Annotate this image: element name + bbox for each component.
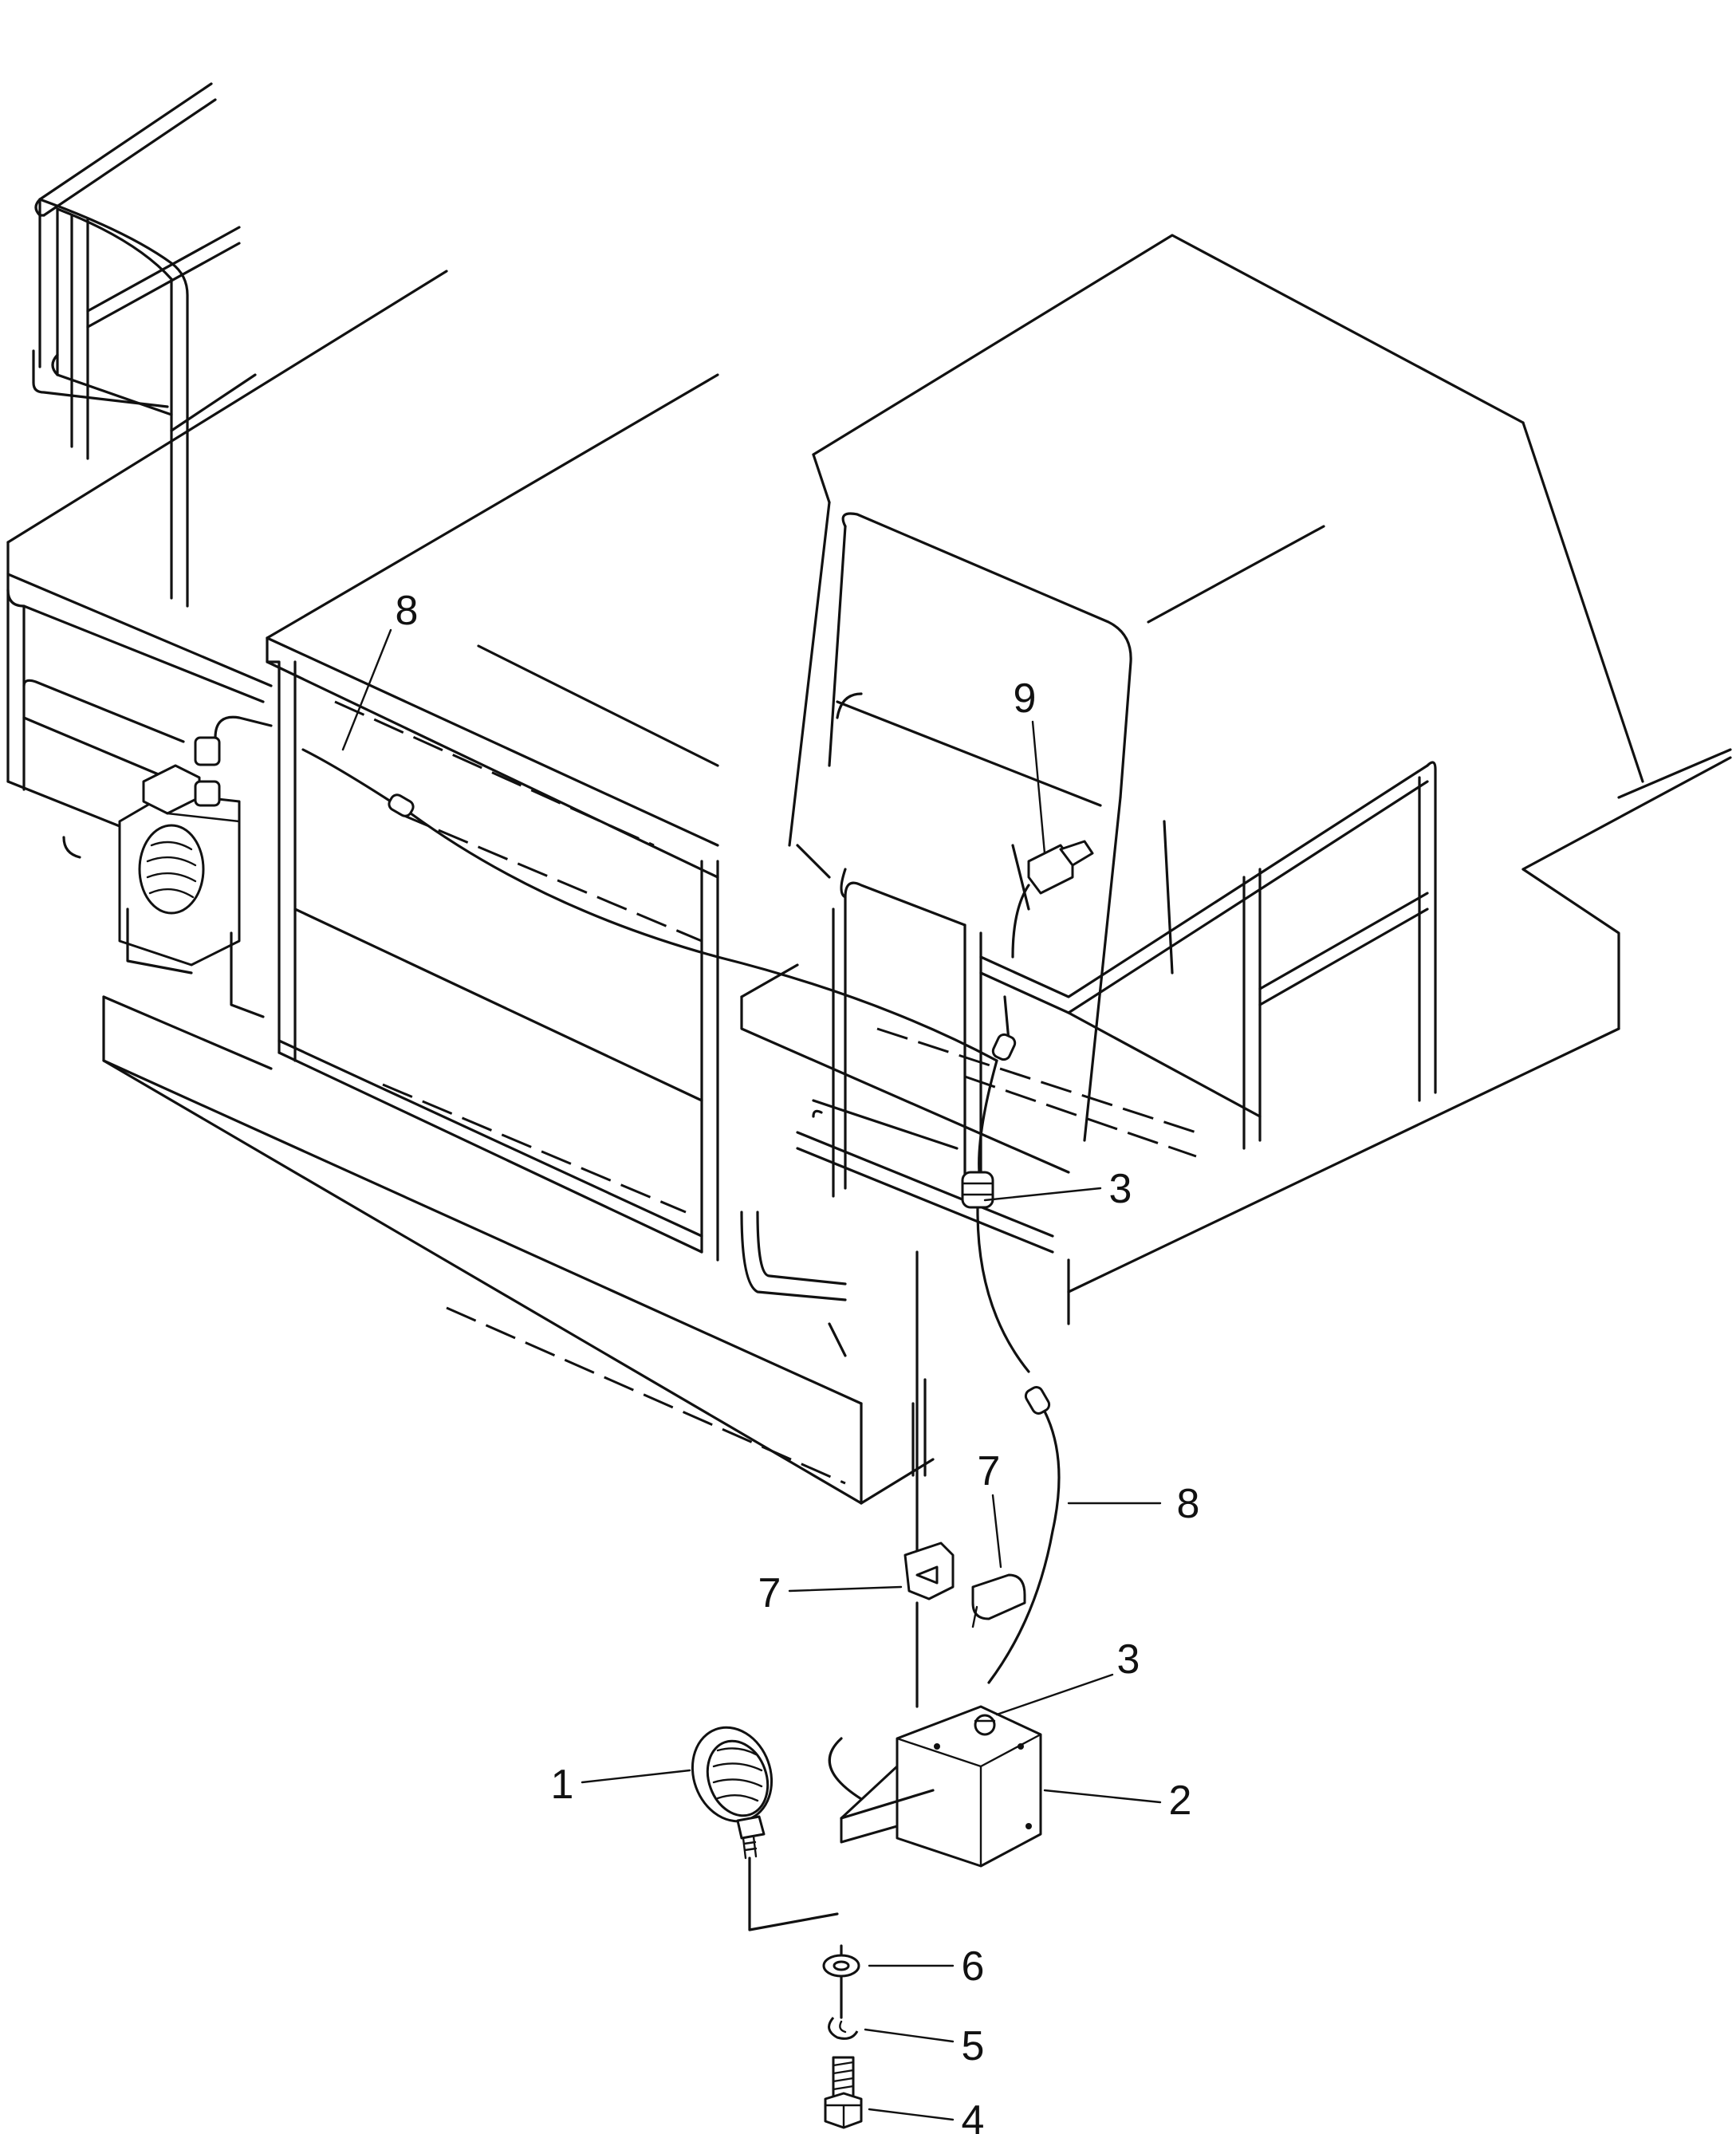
callout-8-upper: 8: [396, 588, 419, 634]
callout-3-lower: 3: [1117, 1636, 1140, 1683]
callout-2: 2: [1169, 1778, 1192, 1824]
bolt-part: [824, 2056, 863, 2129]
callout-leaders: [341, 628, 1162, 2121]
callout-1: 1: [551, 1762, 574, 1808]
callout-7-lower: 7: [758, 1570, 781, 1616]
callout-labels: 8 9 3 7 8 7 3 1 2 6 5 4: [396, 588, 1200, 2134]
spring-washer-part: [828, 2017, 859, 2040]
washer-part: [822, 1954, 860, 1978]
callout-3-upper: 3: [1109, 1166, 1132, 1212]
wiring-harness-upper: [301, 748, 998, 1062]
callout-8-lower: 8: [1177, 1481, 1200, 1527]
right-platform: [740, 761, 1437, 1357]
callout-4: 4: [962, 2097, 985, 2134]
operator-cab: [788, 234, 1732, 1325]
left-handrail: [32, 82, 257, 608]
machine-body: [102, 373, 935, 1505]
callout-9: 9: [1014, 675, 1037, 722]
left-headlamp-assembly: [118, 715, 273, 1018]
callout-7-upper: 7: [978, 1448, 1001, 1494]
callout-6: 6: [962, 1943, 985, 1990]
bracket-part: [840, 1705, 1042, 1868]
clamp-part: [903, 1541, 1026, 1628]
callout-5: 5: [962, 2023, 985, 2069]
left-deck: [6, 270, 448, 859]
wiring-harness-lower: [961, 995, 1061, 1684]
work-lamp-part: [691, 1726, 774, 1860]
mount-leader-lines: [748, 1250, 919, 2019]
switch-part: [1011, 840, 1094, 959]
